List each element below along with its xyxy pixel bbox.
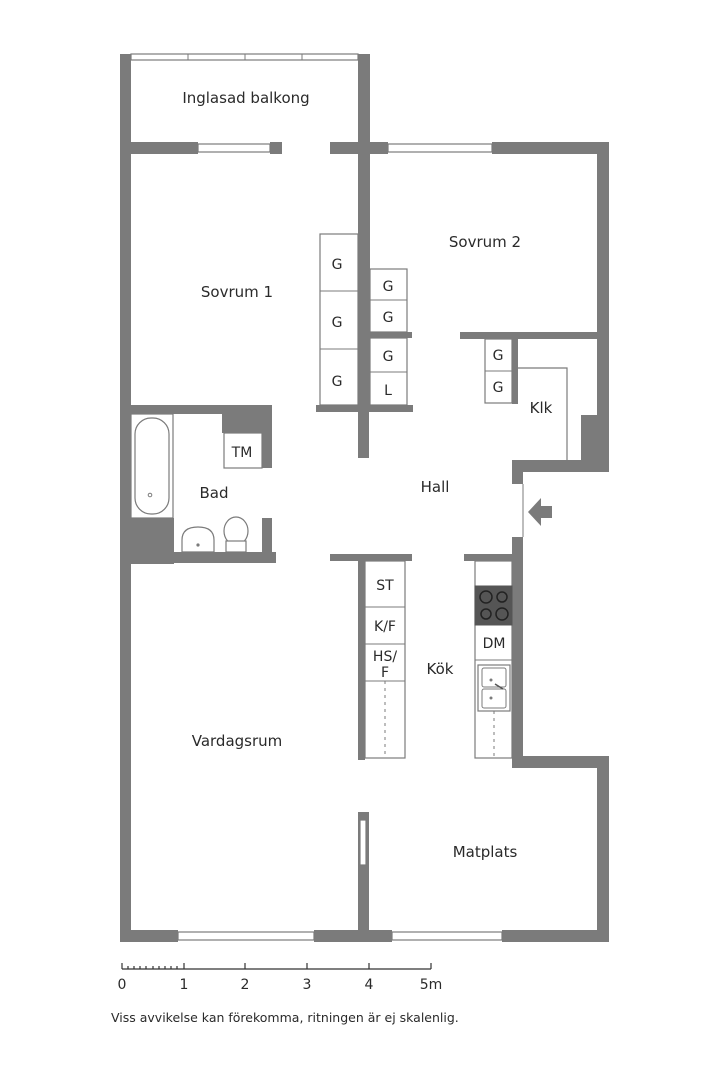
scale-label: 1 xyxy=(180,977,189,993)
kitchen-fixtures xyxy=(364,560,513,759)
label-dining: Matplats xyxy=(453,843,518,861)
scale-bar: 0 1 2 3 4 5m xyxy=(118,963,443,993)
washer-label: TM xyxy=(231,445,253,461)
wardrobe-label: G xyxy=(332,257,343,273)
entrance xyxy=(522,484,552,537)
disclaimer-text: Viss avvikelse kan förekomma, ritningen … xyxy=(111,1010,459,1025)
wardrobe-label: G xyxy=(332,315,343,331)
stove-label: ST xyxy=(376,578,394,594)
linen-label: L xyxy=(384,383,392,399)
label-kitchen: Kök xyxy=(427,660,454,678)
scale-label: 5m xyxy=(420,977,443,993)
fridge-freezer-label: K/F xyxy=(374,619,396,635)
wardrobe-label: G xyxy=(493,348,504,364)
label-bedroom2: Sovrum 2 xyxy=(449,233,521,251)
label-bedroom1: Sovrum 1 xyxy=(201,283,273,301)
scale-label: 3 xyxy=(303,977,312,993)
wardrobe-label: G xyxy=(383,349,394,365)
entrance-arrow-icon xyxy=(528,498,552,526)
scale-label: 0 xyxy=(118,977,127,993)
tall-freezer-label: F xyxy=(381,665,389,681)
label-bath: Bad xyxy=(199,484,228,502)
wardrobe-label: G xyxy=(332,374,343,390)
scale-label: 4 xyxy=(365,977,374,993)
label-balcony: Inglasad balkong xyxy=(182,89,309,107)
wardrobe-label: G xyxy=(493,380,504,396)
label-closet: Klk xyxy=(530,399,553,417)
walls xyxy=(120,54,609,942)
label-hall: Hall xyxy=(421,478,450,496)
dishwasher-label: DM xyxy=(483,636,506,652)
wardrobes xyxy=(319,233,568,460)
windows xyxy=(130,53,503,941)
floor-plan: Inglasad balkong Sovrum 1 Sovrum 2 Bad H… xyxy=(118,53,609,993)
bath-fixtures xyxy=(130,413,263,553)
scale-label: 2 xyxy=(241,977,250,993)
tall-freezer-label: HS/ xyxy=(373,649,397,665)
room-labels: Inglasad balkong Sovrum 1 Sovrum 2 Bad H… xyxy=(182,89,552,861)
wardrobe-label: G xyxy=(383,310,394,326)
wardrobe-label: G xyxy=(383,279,394,295)
label-living: Vardagsrum xyxy=(192,732,283,750)
fixture-labels: G G G G G G L G G TM ST K/F HS/ F DM xyxy=(231,257,506,681)
